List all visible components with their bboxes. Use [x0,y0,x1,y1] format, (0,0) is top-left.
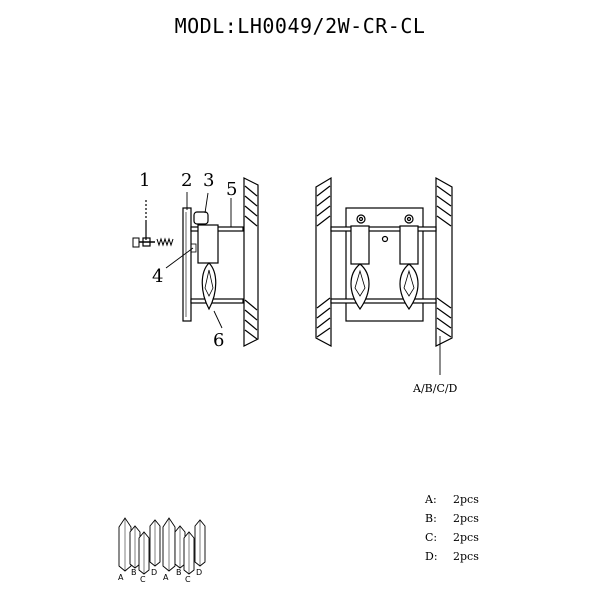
callout-3: 3 [203,170,215,191]
model-title: MODL:LH0049/2W-CR-CL [174,14,426,38]
callout-1: 1 [139,170,151,191]
callout-4: 4 [152,266,164,287]
callout-5: 5 [226,179,238,200]
strip-label-b: B [176,568,182,577]
front-lower-arm [330,298,437,304]
spring [156,237,174,247]
candle-bulb [201,262,217,311]
left-bulb [350,263,370,311]
part-qty: 2pcs [453,493,479,506]
part-row: A: 2pcs [425,490,545,509]
strip-label-d: D [151,568,158,577]
switch [190,243,197,253]
callout-2: 2 [181,170,193,191]
callout-6: 6 [213,330,225,351]
part-qty: 2pcs [453,531,479,544]
part-row: C: 2pcs [425,528,545,547]
part-letter: D: [425,550,438,563]
strip-label-a: A [118,573,124,582]
strip-label-c: C [140,575,146,584]
front-upper-arm [330,226,437,232]
assembly-label: A/B/C/D [413,382,458,395]
part-row: B: 2pcs [425,509,545,528]
right-bulb [399,263,419,311]
strip-label-b: B [131,568,137,577]
part-qty: 2pcs [453,512,479,525]
side-crystal-panel [243,177,259,347]
screw [132,200,155,248]
crystal-strips [118,517,206,575]
part-row: D: 2pcs [425,547,545,566]
part-letter: C: [425,531,438,544]
front-right-panel [435,176,453,347]
socket [197,224,219,264]
right-socket [399,225,419,265]
lower-arm [190,298,244,304]
part-letter: A: [425,493,437,506]
part-letter: B: [425,512,437,525]
parts-list: A: 2pcs B: 2pcs C: 2pcs D: 2pcs [425,490,545,566]
bracket [193,211,209,225]
part-qty: 2pcs [453,550,479,563]
left-socket [350,225,370,265]
strip-label-c: C [185,575,191,584]
front-left-panel [315,176,332,347]
leader-lines [165,192,232,329]
side-view [132,177,259,347]
front-view [315,176,453,375]
strip-label-d: D [196,568,203,577]
wall-plate [182,207,192,322]
strip-label-a: A [163,573,169,582]
